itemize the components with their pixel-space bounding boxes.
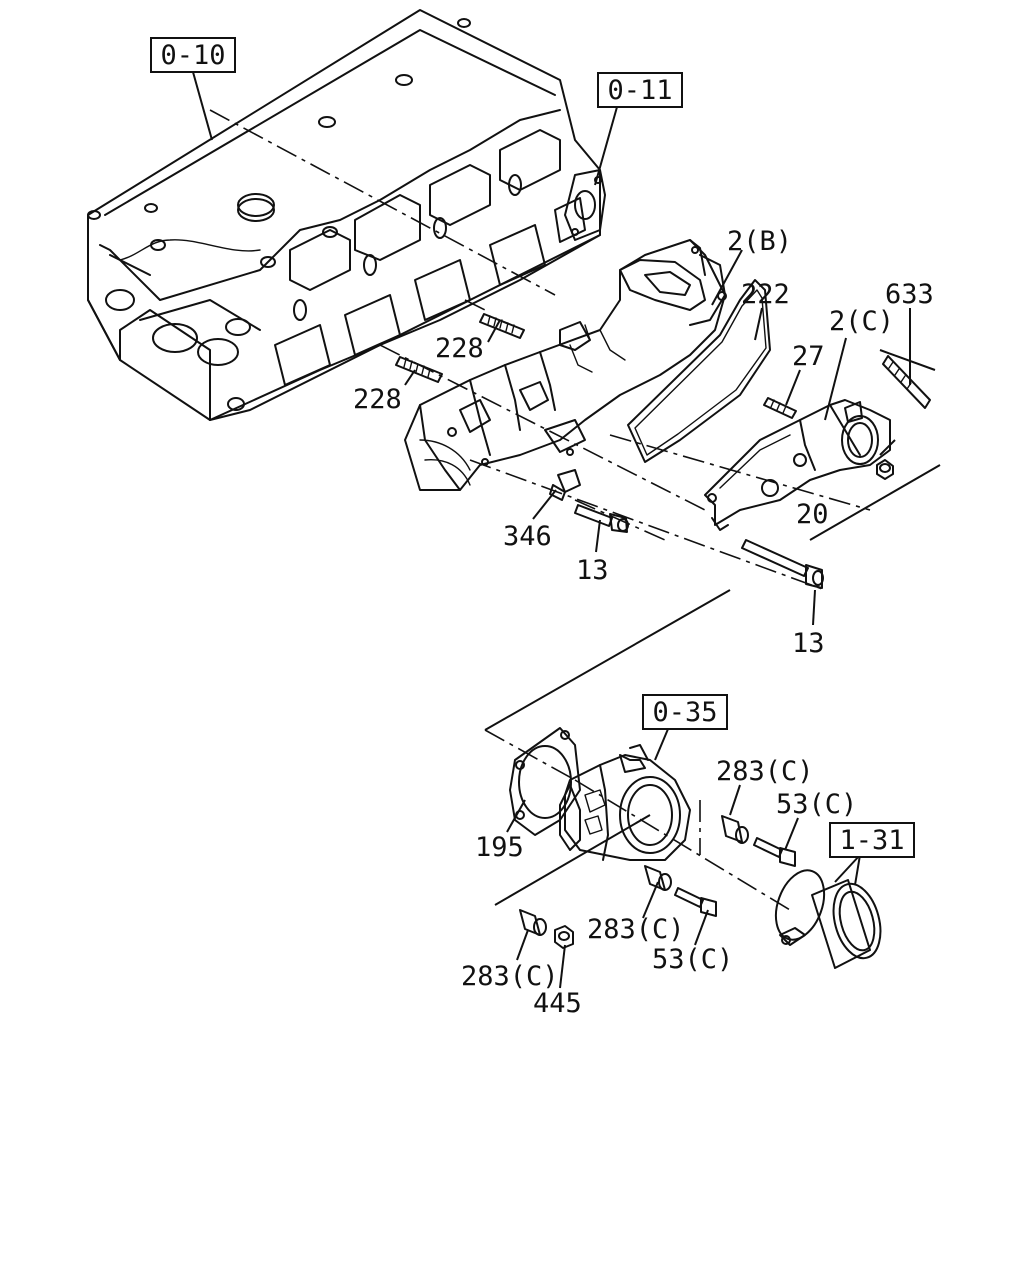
stud-27 bbox=[763, 397, 797, 419]
stud-228-upper bbox=[479, 313, 525, 339]
svg-text:0-10: 0-10 bbox=[160, 40, 225, 71]
sensor-346 bbox=[549, 469, 581, 501]
bolt-53c-lower bbox=[674, 887, 717, 917]
callout-283c-left: 283(C) bbox=[461, 961, 559, 992]
assembly-lines bbox=[209, 109, 941, 911]
bolt-13-lower bbox=[741, 539, 824, 589]
callout-228-upper: 228 bbox=[435, 333, 484, 364]
intake-manifold-drawing bbox=[404, 239, 727, 491]
fasteners-lower-drawing bbox=[519, 815, 796, 949]
nut-20 bbox=[876, 459, 894, 480]
manifold-flange-2c-drawing bbox=[704, 399, 891, 531]
bolt-53c-right bbox=[753, 837, 796, 867]
bolt-283c-middle bbox=[644, 865, 672, 891]
stud-228-lower bbox=[395, 356, 443, 383]
stud-633 bbox=[882, 355, 931, 409]
bolt-13-upper bbox=[574, 504, 629, 533]
callout-13-lower: 13 bbox=[792, 628, 825, 659]
svg-text:0-11: 0-11 bbox=[607, 75, 672, 106]
gasket-222-drawing bbox=[627, 279, 771, 463]
cylinder-head-drawing bbox=[87, 9, 606, 421]
callout-283c-right: 283(C) bbox=[716, 756, 814, 787]
callout-222: 222 bbox=[741, 279, 790, 310]
callout-53c-lower: 53(C) bbox=[652, 944, 733, 975]
callout-633: 633 bbox=[885, 279, 934, 310]
callout-13-upper: 13 bbox=[576, 555, 609, 586]
air-hose-drawing bbox=[811, 879, 882, 969]
reference-1-31[interactable]: 1-31 bbox=[829, 822, 915, 858]
leader-lines bbox=[192, 71, 911, 989]
callout-283c-middle: 283(C) bbox=[587, 914, 685, 945]
hose-clamp-drawing bbox=[774, 869, 826, 946]
callout-445: 445 bbox=[533, 988, 582, 1019]
callout-346: 346 bbox=[503, 521, 552, 552]
reference-0-35[interactable]: 0-35 bbox=[642, 694, 728, 730]
callout-228-lower: 228 bbox=[353, 384, 402, 415]
callout-2c: 2(C) bbox=[829, 306, 894, 337]
bolt-283c-right bbox=[721, 815, 749, 844]
fasteners-upper-drawing bbox=[395, 313, 931, 589]
callout-53c-right: 53(C) bbox=[776, 789, 857, 820]
callout-labels: 2(B) 222 633 2(C) 27 228 228 20 346 13 1… bbox=[353, 226, 934, 1019]
svg-text:1-31: 1-31 bbox=[839, 825, 904, 856]
callout-2b: 2(B) bbox=[727, 226, 792, 257]
bolt-283c-left bbox=[519, 909, 547, 936]
callout-195: 195 bbox=[475, 832, 524, 863]
callout-20: 20 bbox=[796, 499, 829, 530]
reference-0-10[interactable]: 0-10 bbox=[150, 37, 236, 73]
callout-27: 27 bbox=[792, 341, 825, 372]
nut-445 bbox=[554, 925, 574, 949]
svg-text:0-35: 0-35 bbox=[652, 697, 717, 728]
reference-0-11[interactable]: 0-11 bbox=[597, 72, 683, 108]
throttle-body-drawing bbox=[509, 727, 691, 861]
